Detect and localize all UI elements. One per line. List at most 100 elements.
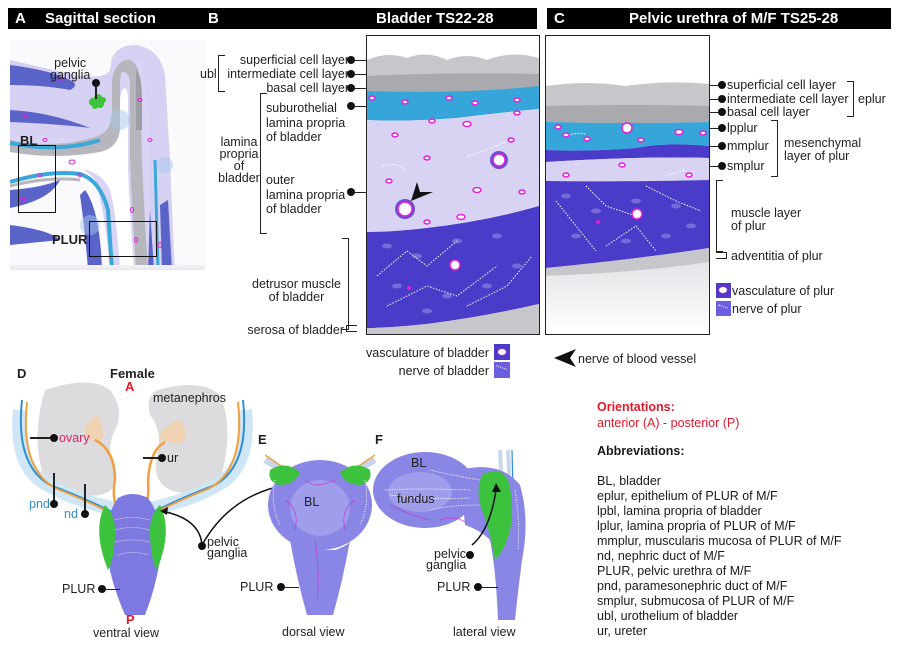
abbreviation-item: ubl, urothelium of bladder [597,609,739,623]
c-smplur-line [709,165,719,167]
d-plur-label: PLUR [62,582,96,596]
c-adventitia-label: adventitia of plur [731,249,823,263]
abbreviation-item: eplur, epithelium of PLUR of M/F [597,489,778,503]
c-basal-line [709,111,719,113]
ur-pointer-dot [158,454,166,462]
ovary-pointer-dot [50,434,58,442]
panel-a-header: A Sagittal section [8,8,208,29]
nerve-of-blood-vessel-arrowhead-icon [554,349,576,367]
panel-d-letter: D [17,366,27,381]
sagittal-section-illustration [9,40,205,271]
b-intermediate-label: intermediate cell layer [227,67,349,81]
c-superficial-dot [718,81,726,89]
c-mmplur-line [709,145,719,147]
c-eplur-label: eplur [858,92,886,106]
pnd-label: pnd [29,497,50,511]
b-basal-line [354,87,367,89]
b-ubl-label: ubl [200,67,217,81]
c-legend-nerve-label: nerve of plur [732,302,802,316]
nd-pointer-dot [81,510,89,518]
c-smplur-label: smplur [727,159,765,173]
e-bl-label: BL [304,495,320,509]
panel-c-title: Pelvic urethra of M/F TS25-28 [629,10,839,27]
abbreviation-item: ur, ureter [597,624,648,638]
vasculature-legend-swatch-b [494,344,510,360]
nerve-of-blood-vessel-label: nerve of blood vessel [578,352,697,366]
c-lpplur-dot [718,124,726,132]
b-ubl-bracket [218,55,225,92]
panel-b-header: B Bladder TS22-28 [201,8,537,29]
panel-a-ganglia-pointer-dot [92,79,100,87]
panel-d-posterior-label: P [126,612,135,627]
orientations-title: Orientations: [597,400,675,414]
c-basal-label: basal cell layer [727,105,810,119]
d-plur-line [105,588,120,590]
c-legend-vasculature-label: vasculature of plur [732,284,835,298]
panel-c-header: C Pelvic urethra of M/F TS25-28 [547,8,891,29]
c-superficial-line [709,84,719,86]
b-serosa-bracket [346,325,357,332]
panel-d-anterior-label: A [125,379,135,394]
d-plur-dot [98,585,106,593]
b-basal-label: basal cell layer [266,81,349,95]
c-lpplur-line [709,127,719,129]
b-intermediate-line [354,73,367,75]
dorsal-view-label: dorsal view [282,625,345,639]
b-lamina-bracket [260,93,267,234]
c-eplur-bracket [847,81,854,117]
f-plur-line [481,586,498,588]
nerve-vessel-arrowhead [411,182,433,201]
ovary-pointer-line [30,437,52,439]
e-plur-dot [277,583,285,591]
panel-f-letter: F [375,432,383,447]
c-intermediate-label: intermediate cell layer [727,92,849,106]
f-bl-label: BL [411,456,427,470]
panel-a-ganglia-pointer-line [95,85,97,99]
b-superficial-line [354,59,367,61]
orientations-text: anterior (A) - posterior (P) [597,416,740,430]
abbreviation-item: mmplur, muscularis mucosa of PLUR of M/F [597,534,842,548]
abbreviation-item: BL, bladder [597,474,661,488]
bladder-section-frame [366,35,540,335]
c-adventitia-bracket [716,252,727,259]
b-basal-dot [347,84,355,92]
d-pelvic-ganglia-dot [198,542,206,550]
c-mmplur-label: mmplur [727,139,769,153]
pnd-pointer-dot [50,500,58,508]
c-mmplur-dot [718,142,726,150]
abbreviation-item: lplur, lamina propria of PLUR of M/F [597,519,796,533]
f-plur-dot [474,583,482,591]
b-legend-nerve-label: nerve of bladder [398,364,489,378]
panel-a-plur-box [89,221,157,257]
panel-a-title: Sagittal section [45,10,156,27]
panel-a-bl-label: BL [20,133,38,148]
abbreviation-item: lpbl, lamina propria of bladder [597,504,762,518]
c-intermediate-dot [718,95,726,103]
b-serosa-label: serosa of bladder [247,323,344,337]
b-superficial-label: superficial cell layer [239,53,349,67]
nd-pointer-line [84,484,86,512]
panel-b-title: Bladder TS22-28 [376,10,494,27]
abbreviation-item: pnd, paramesonephric duct of M/F [597,579,788,593]
panel-c-letter: C [554,10,565,27]
ventral-view-illustration [12,382,253,615]
f-pelvic-ganglia-dot [466,551,474,559]
b-legend-vasculature-label: vasculature of bladder [366,346,489,360]
c-muscle-bracket [716,180,723,252]
panel-a-bl-box [18,145,56,213]
panel-a-plur-label: PLUR [52,232,88,247]
ur-pointer-line [143,457,158,459]
urethra-section-frame [545,35,710,335]
ovary-label: ovary [59,431,90,445]
vasculature-legend-swatch-c [716,283,731,298]
dorsal-view-illustration [263,454,377,615]
b-outer-lamina-dot [347,188,355,196]
